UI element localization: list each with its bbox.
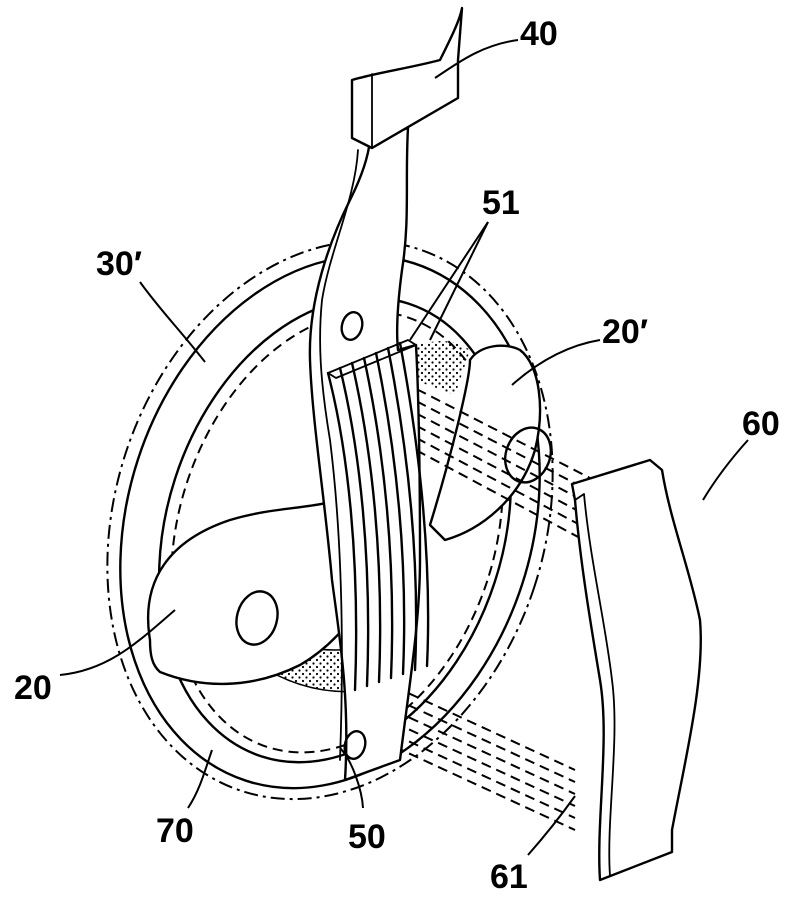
rim-70 [157, 296, 513, 764]
conductor-bundle-lower [379, 679, 576, 831]
label-60: 60 [742, 405, 780, 443]
label-40: 40 [520, 15, 558, 53]
label-61: 61 [490, 858, 528, 896]
comb-teeth-51 [326, 339, 430, 692]
side-plate-60 [570, 458, 702, 882]
connector-40 [350, 6, 464, 150]
label-51: 51 [482, 184, 520, 222]
label-20: 20 [14, 669, 52, 707]
label-20p: 20′ [602, 313, 648, 351]
leader-lines [59, 39, 749, 856]
label-50: 50 [348, 818, 386, 856]
stippled-membrane-top [412, 341, 470, 395]
label-30p: 30′ [96, 245, 142, 283]
label-70: 70 [156, 812, 194, 850]
housing-ring-30 [106, 239, 554, 801]
